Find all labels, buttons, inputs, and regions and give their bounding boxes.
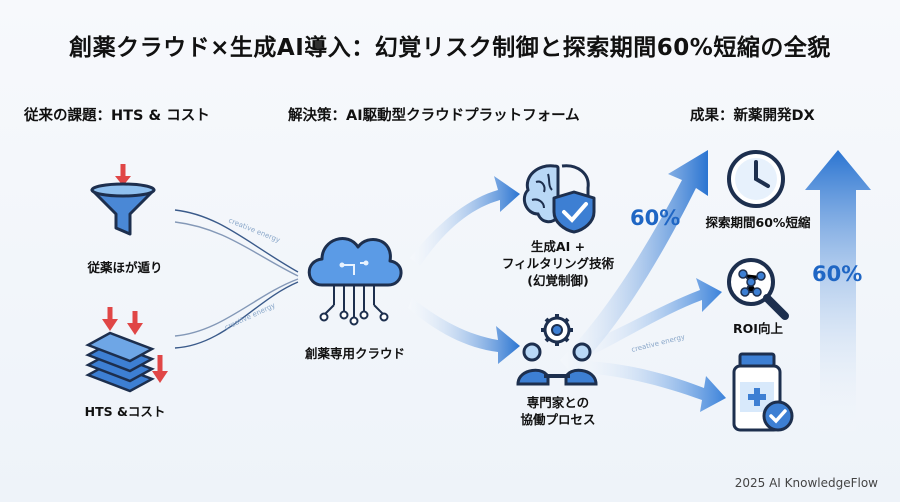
experts-line-2: 協働プロセス [520,412,596,427]
right-item-label-2: ROI向上 [733,321,783,336]
percent-label-2: 60% [812,262,863,286]
brain-shield-icon [522,164,596,234]
left-flow-lines [174,209,299,349]
percent-label-1: 60% [630,206,681,230]
experts-label: 専門家との 協働プロセス [488,394,628,428]
flow-label-1: creative energy [227,216,281,244]
center-item-label: 創薬専用クラウド [304,346,405,361]
ai-filter-line-2: フィルタリング技術 [501,256,615,271]
arrow-to-ai [410,176,520,266]
footer-credit: 2025 AI KnowledgeFlow [734,476,878,490]
flow-label-3: creative energy [631,333,686,354]
clock-icon [727,150,785,208]
page-title: 創薬クラウド×生成AI導入：幻覚リスク制御と探索期間60%短縮の全貌 [69,35,831,61]
money-stack-icon [85,307,168,393]
vertical-up-arrow [805,150,871,440]
arrow-to-medicine [570,360,726,412]
arrow-to-roi [570,278,722,362]
cloud-circuit-icon [307,237,403,326]
ai-filter-line-3: (幻覚制御) [527,273,589,288]
funnel-icon [90,164,156,236]
section-heading-right: 成果：新薬開発DX [690,108,815,124]
experts-line-1: 専門家との [526,395,590,410]
ai-filter-label: 生成AI + フィルタリング技術 (幻覚制御) [488,238,628,289]
magnifier-molecule-icon [727,258,789,320]
gear-people-icon [516,314,598,386]
left-item-label-1: 従薬ほが遁り [87,260,163,275]
right-item-label-1: 探索期間60%短縮 [705,215,811,230]
section-heading-left: 従来の課題：HTS & コスト [24,108,210,124]
big-diagonal-arrow [560,150,708,374]
arrow-to-experts [408,298,520,364]
ai-filter-line-1: 生成AI + [530,239,586,254]
section-heading-middle: 解決策：AI駆動型クラウドプラットフォーム [288,108,580,124]
left-item-label-2: HTS &コスト [84,404,166,419]
medicine-bottle-icon [732,352,794,432]
